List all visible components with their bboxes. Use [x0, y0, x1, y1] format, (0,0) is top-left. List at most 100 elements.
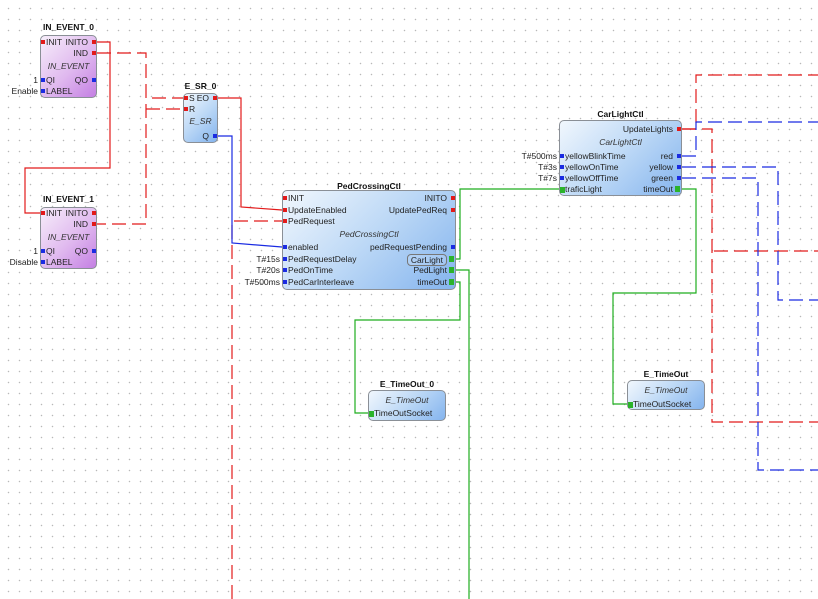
input-pin-data-icon[interactable]	[560, 176, 564, 180]
data-connection[interactable]	[682, 166, 818, 301]
e_timeout-instance-name[interactable]: E_TimeOut	[643, 369, 689, 379]
pedcrossingctl-output-pedRequestPending: pedRequestPending	[369, 242, 447, 252]
carlightctl-block[interactable]	[559, 120, 682, 196]
e_timeout-block[interactable]	[627, 380, 705, 410]
input-pin-data-icon[interactable]	[283, 268, 287, 272]
adapter-connection[interactable]	[354, 281, 461, 414]
e_sr_0-input-R: R	[189, 104, 196, 114]
input-pin-adapter-icon[interactable]	[369, 411, 374, 417]
pedcrossingctl-instance-name[interactable]: PedCrossingCtl	[337, 181, 401, 191]
e_timeout_0-type-label: E_TimeOut	[385, 395, 429, 405]
output-pin-event-icon[interactable]	[213, 96, 217, 100]
input-pin-event-icon[interactable]	[283, 196, 287, 200]
pedcrossingctl-input-value-PedRequestDelay[interactable]: T#15s	[256, 254, 280, 264]
in_event_1-input-LABEL: LABEL	[46, 257, 73, 267]
e_timeout_0-block[interactable]	[368, 390, 446, 421]
output-pin-data-icon[interactable]	[677, 176, 681, 180]
e_sr_0-instance-name[interactable]: E_SR_0	[184, 81, 217, 91]
output-pin-adapter-icon[interactable]	[449, 267, 454, 273]
output-pin-data-icon[interactable]	[451, 245, 455, 249]
in_event_1-input-value-QI[interactable]: 1	[33, 246, 38, 256]
input-pin-event-icon[interactable]	[41, 211, 45, 215]
input-pin-data-icon[interactable]	[560, 154, 564, 158]
carlightctl-input-yellowOnTime: yellowOnTime	[565, 162, 619, 172]
in_event_1-instance-name[interactable]: IN_EVENT_1	[42, 194, 95, 204]
adapter-connection[interactable]	[612, 188, 697, 405]
in_event_0-block[interactable]	[40, 35, 97, 98]
pedcrossingctl-block[interactable]	[282, 190, 456, 290]
input-pin-event-icon[interactable]	[184, 107, 188, 111]
carlightctl-type-label: CarLightCtl	[599, 137, 642, 147]
pedcrossingctl-input-enabled: enabled	[288, 242, 319, 252]
e_sr_0-input-S: S	[189, 93, 195, 103]
event-connection[interactable]	[218, 97, 283, 211]
output-pin-adapter-icon[interactable]	[449, 279, 454, 285]
output-pin-event-icon[interactable]	[451, 208, 455, 212]
in_event_0-input-value-LABEL[interactable]: Enable	[11, 86, 38, 96]
event-connection[interactable]	[231, 220, 282, 599]
output-pin-event-icon[interactable]	[451, 196, 455, 200]
e_timeout-input-TimeOutSocket: TimeOutSocket	[633, 399, 692, 409]
output-pin-data-icon[interactable]	[677, 165, 681, 169]
input-pin-data-icon[interactable]	[283, 257, 287, 261]
carlightctl-output-red: red	[660, 151, 673, 161]
carlightctl-instance-name[interactable]: CarLightCtl	[597, 109, 644, 119]
pedcrossingctl-input-value-PedCarInterleave[interactable]: T#500ms	[244, 277, 280, 287]
input-pin-adapter-icon[interactable]	[560, 187, 565, 193]
e_sr_0-block[interactable]	[183, 93, 218, 143]
output-pin-event-icon[interactable]	[92, 222, 96, 226]
in_event_1-output-INITO: INITO	[65, 208, 88, 218]
carlightctl-output-UpdateLights: UpdateLights	[622, 124, 673, 134]
carlightctl-output-green: green	[651, 173, 673, 183]
input-pin-event-icon[interactable]	[184, 96, 188, 100]
event-connection[interactable]	[24, 41, 111, 214]
output-pin-data-icon[interactable]	[213, 134, 217, 138]
input-pin-data-icon[interactable]	[41, 78, 45, 82]
in_event_1-block[interactable]	[40, 207, 97, 269]
output-pin-data-icon[interactable]	[92, 249, 96, 253]
data-connection[interactable]	[682, 177, 818, 471]
input-pin-data-icon[interactable]	[560, 165, 564, 169]
pedcrossingctl-output-PedLight: PedLight	[413, 265, 447, 275]
event-connection[interactable]	[682, 74, 818, 130]
output-pin-event-icon[interactable]	[677, 127, 681, 131]
in_event_1-type-label: IN_EVENT	[47, 232, 90, 242]
output-pin-event-icon[interactable]	[92, 211, 96, 215]
event-connection[interactable]	[97, 52, 147, 225]
pedcrossingctl-input-PedRequest: PedRequest	[288, 216, 335, 226]
input-pin-event-icon[interactable]	[283, 208, 287, 212]
output-pin-event-icon[interactable]	[92, 51, 96, 55]
output-pin-data-icon[interactable]	[677, 154, 681, 158]
in_event_0-input-INIT: INIT	[46, 37, 63, 47]
in_event_0-instance-name[interactable]: IN_EVENT_0	[42, 22, 95, 32]
input-pin-data-icon[interactable]	[41, 260, 45, 264]
adapter-connection[interactable]	[456, 188, 559, 260]
pedcrossingctl-input-UpdateEnabled: UpdateEnabled	[288, 205, 347, 215]
data-connection[interactable]	[218, 135, 283, 248]
event-connection[interactable]	[682, 128, 818, 423]
input-pin-data-icon[interactable]	[283, 280, 287, 284]
input-pin-adapter-icon[interactable]	[628, 402, 633, 408]
input-pin-data-icon[interactable]	[41, 249, 45, 253]
in_event_1-input-value-LABEL[interactable]: Disable	[9, 257, 38, 267]
pedcrossingctl-input-value-PedOnTime[interactable]: T#20s	[256, 265, 280, 275]
input-pin-data-icon[interactable]	[283, 245, 287, 249]
adapter-connection[interactable]	[456, 269, 470, 599]
carlightctl-input-value-yellowBlinkTime[interactable]: T#500ms	[521, 151, 557, 161]
pedcrossingctl-output-UpdatePedReq: UpdatePedReq	[388, 205, 447, 215]
input-pin-event-icon[interactable]	[283, 219, 287, 223]
input-pin-data-icon[interactable]	[41, 89, 45, 93]
e_timeout_0-instance-name[interactable]: E_TimeOut_0	[379, 379, 435, 389]
output-pin-adapter-icon[interactable]	[449, 256, 454, 262]
in_event_0-input-QI: QI	[46, 75, 55, 85]
carlightctl-input-value-yellowOnTime[interactable]: T#3s	[538, 162, 557, 172]
in_event_0-input-value-QI[interactable]: 1	[33, 75, 38, 85]
e_timeout-type-label: E_TimeOut	[644, 385, 688, 395]
input-pin-event-icon[interactable]	[41, 40, 45, 44]
output-pin-event-icon[interactable]	[92, 40, 96, 44]
output-pin-adapter-icon[interactable]	[675, 186, 680, 192]
carlightctl-input-value-yellowOffTime[interactable]: T#7s	[538, 173, 557, 183]
data-connection[interactable]	[682, 121, 818, 157]
output-pin-data-icon[interactable]	[92, 78, 96, 82]
